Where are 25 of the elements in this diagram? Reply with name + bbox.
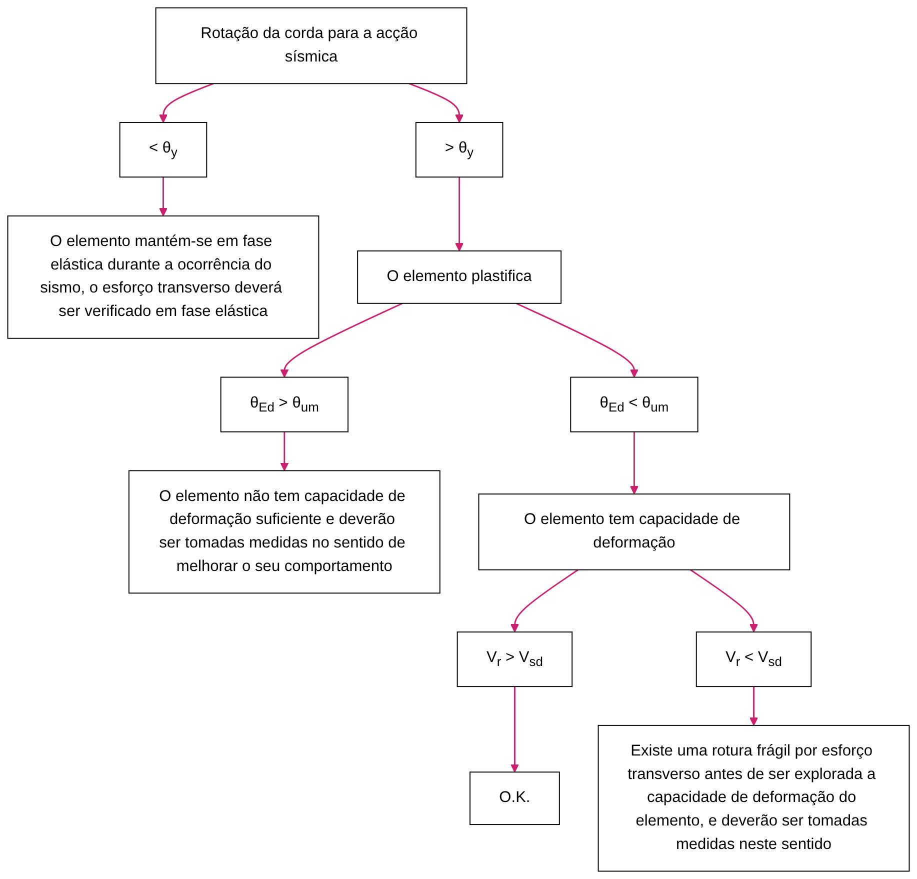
arrow bbox=[280, 302, 403, 378]
node-box: O elemento plastifica bbox=[357, 250, 562, 304]
arrow bbox=[510, 569, 578, 632]
arrow bbox=[158, 177, 168, 216]
node-box: V$_{r}$ > V$_{sd}$ bbox=[456, 632, 573, 688]
arrow bbox=[630, 432, 638, 494]
node-box: Rotação da corda para a acção sísmica bbox=[155, 7, 468, 84]
node-box: V$_{r}$ < V$_{sd}$ bbox=[696, 632, 812, 688]
arrow bbox=[408, 82, 464, 123]
arrow bbox=[749, 686, 758, 726]
node-box: > θ$_{y}$ bbox=[415, 122, 504, 178]
node-box: O elemento mantém-se em fase elástica durante a ocorrência do sismo, o esforço transverso deverá ser verificado em fase elástica bbox=[7, 215, 320, 339]
arrow bbox=[280, 432, 289, 472]
node-box: O elemento não tem capacidade de deformação suficiente e deverão ser tomadas medidas no sentido de melhorar o seu comportamento bbox=[128, 470, 440, 594]
arrow bbox=[455, 177, 464, 252]
arrow bbox=[690, 569, 758, 632]
arrow bbox=[516, 302, 638, 378]
arrow bbox=[510, 686, 519, 772]
node-box: θ$_{Ed}$ > θ$_{um}$ bbox=[220, 376, 348, 432]
arrow bbox=[158, 82, 214, 123]
node-box: O.K. bbox=[470, 772, 560, 826]
node-box: θ$_{Ed}$ < θ$_{um}$ bbox=[570, 376, 698, 432]
node-box: Existe uma rotura frágil por esforço transverso antes de ser explorada a capacidade de deformação do elemento, e deverão ser tomadas medidas neste sentido bbox=[598, 724, 910, 872]
node-box: O elemento tem capacidade de deformação bbox=[478, 494, 790, 570]
node-box: < θ$_{y}$ bbox=[119, 122, 208, 178]
